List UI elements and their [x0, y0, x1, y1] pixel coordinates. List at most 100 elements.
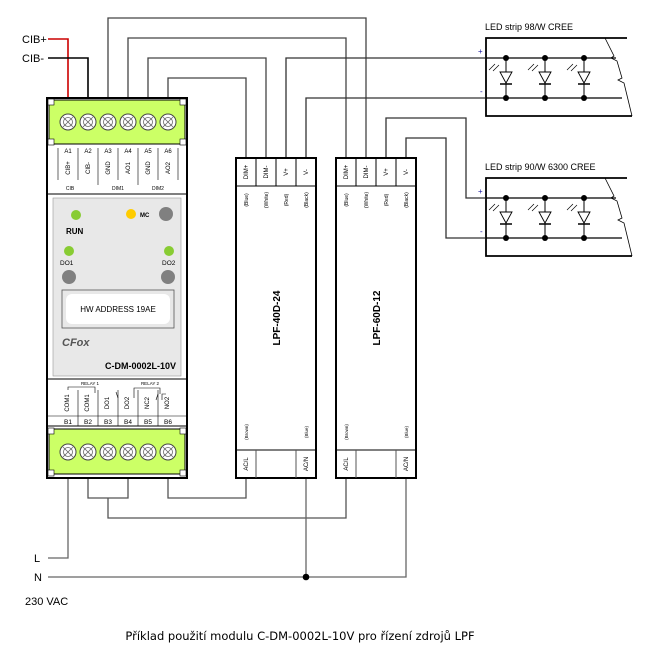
terminal-screw-a1[interactable] — [59, 113, 77, 131]
pin-signal-label: AO2 — [166, 161, 172, 174]
led-do2 — [164, 246, 174, 256]
mains-voltage-label: 230 VAC — [25, 596, 68, 608]
driver-ac-l-label: AC/L — [244, 457, 250, 471]
led-diode-icon — [527, 195, 552, 241]
terminal-screw-a4[interactable] — [119, 113, 137, 131]
led-strip-title: LED strip 90/W 6300 CREE — [485, 162, 596, 172]
driver-input-label: DIM+ — [344, 164, 350, 179]
button-do1[interactable] — [62, 270, 76, 284]
cib-minus-label: CIB- — [22, 53, 44, 65]
terminal-screw-b3[interactable] — [99, 443, 117, 461]
terminal-screw-b1[interactable] — [59, 443, 77, 461]
pin-label: A3 — [104, 149, 112, 155]
pin-label: A6 — [164, 149, 172, 155]
wire-b3-d2-acl — [107, 478, 347, 519]
button-do2[interactable] — [161, 270, 175, 284]
relay-signal-label: DO2 — [125, 396, 131, 409]
terminal-screw-a3[interactable] — [99, 113, 117, 131]
wire-d2-vplus — [385, 117, 485, 199]
pin-label: A4 — [124, 149, 132, 155]
strip-plus-label: + — [478, 47, 483, 56]
pin-label: A1 — [64, 149, 72, 155]
led-strip-title: LED strip 98/W CREE — [485, 22, 573, 32]
wire-b1-line — [48, 478, 69, 559]
strip-plus-label: + — [478, 187, 483, 196]
pin-label: B6 — [164, 419, 172, 426]
led-diode-icon — [566, 55, 591, 101]
led-strip-2: LED strip 90/W 6300 CREE + - — [478, 162, 633, 257]
pin-signal-label: GND — [146, 161, 152, 175]
hw-address-text: HW ADDRESS 19AE — [80, 305, 156, 314]
pin-signal-label: GND — [106, 161, 112, 175]
brand-logo: CFox — [62, 337, 90, 349]
wire-d1-vplus — [285, 57, 485, 158]
led-driver-lpf-40d-24: DIM+(Blue)DIM-(White)V+(Red)V-(Black)LPF… — [235, 157, 317, 479]
pin-signal-label: CIB- — [86, 162, 92, 174]
group-label-cib: CIB — [66, 186, 75, 192]
figure-caption: Příklad použití modulu C-DM-0002L-10V pr… — [125, 629, 474, 643]
led-mc-label: MC — [140, 213, 150, 219]
pin-signal-label: CIB+ — [66, 161, 72, 175]
group-label-dim2: DIM2 — [152, 186, 164, 192]
driver-wire-color-label: (White) — [364, 192, 370, 208]
pin-label: A2 — [84, 149, 92, 155]
driver-wire-color-label: (Brown) — [244, 424, 249, 440]
front-panel — [52, 197, 182, 377]
terminal-screw-b2[interactable] — [79, 443, 97, 461]
driver-wire-color-label: (Black) — [304, 192, 310, 208]
led-run-label: RUN — [66, 227, 84, 236]
terminal-screw-b6[interactable] — [159, 443, 177, 461]
driver-wire-color-label: (Red) — [384, 193, 390, 206]
driver-model-label: LPF-40D-24 — [272, 290, 283, 345]
wire-d1-vminus — [305, 97, 485, 158]
driver-input-label: DIM+ — [244, 164, 250, 179]
wire-cib-plus — [48, 38, 69, 98]
group-label-relay2: RELAY 2 — [141, 381, 160, 386]
wire-neutral — [48, 478, 407, 578]
module-model: C-DM-0002L-10V — [105, 361, 176, 371]
led-diode-icon — [566, 195, 591, 241]
driver-ac-l-label: AC/L — [344, 457, 350, 471]
terminal-screw-a5[interactable] — [139, 113, 157, 131]
wire-a3-d2-dimminus — [107, 17, 367, 158]
wire-d2-vminus — [405, 137, 485, 239]
driver-wire-color-label: (Blue) — [344, 193, 350, 207]
pin-label: B4 — [124, 419, 132, 426]
pin-label: B5 — [144, 419, 152, 426]
driver-model-label: LPF-60D-12 — [372, 290, 383, 345]
mains-line-label: L — [34, 553, 40, 565]
driver-input-label: V- — [304, 169, 310, 175]
wire-cib-minus — [48, 57, 89, 98]
cib-plus-label: CIB+ — [22, 34, 47, 46]
relay-signal-label: NO2 — [165, 396, 171, 409]
terminal-screw-b4[interactable] — [119, 443, 137, 461]
relay-signal-label: COM1 — [85, 394, 91, 412]
pin-signal-label: AO1 — [126, 161, 132, 174]
mains-neutral-label: N — [34, 572, 42, 584]
relay-signal-label: DO1 — [105, 396, 111, 409]
strip-minus-label: - — [480, 87, 483, 96]
led-mc — [126, 209, 136, 219]
relay-signal-label: COM1 — [65, 394, 71, 412]
pin-label: B3 — [104, 419, 112, 426]
led-diode-icon — [488, 55, 513, 101]
terminal-screw-a6[interactable] — [159, 113, 177, 131]
pin-label: A5 — [144, 149, 152, 155]
driver-ac-n-label: AC/N — [304, 457, 310, 471]
driver-wire-color-label: (Brown) — [344, 424, 349, 440]
strip-minus-label: - — [480, 227, 483, 236]
pin-label: B1 — [64, 419, 72, 426]
wires — [48, 17, 485, 578]
terminal-screw-b5[interactable] — [139, 443, 157, 461]
led-strip-1: LED strip 98/W CREE + - — [478, 22, 633, 117]
driver-input-label: V+ — [284, 168, 290, 176]
relay-signal-label: NC2 — [145, 396, 151, 409]
led-diode-icon — [488, 195, 513, 241]
wire-b6-d1-acl — [167, 478, 247, 499]
terminal-screw-a2[interactable] — [79, 113, 97, 131]
button-mc[interactable] — [159, 207, 173, 221]
led-do1-label: DO1 — [60, 260, 74, 267]
driver-wire-color-label: (Blue) — [404, 426, 409, 439]
driver-wire-color-label: (Red) — [284, 193, 290, 206]
driver-input-label: V+ — [384, 168, 390, 176]
